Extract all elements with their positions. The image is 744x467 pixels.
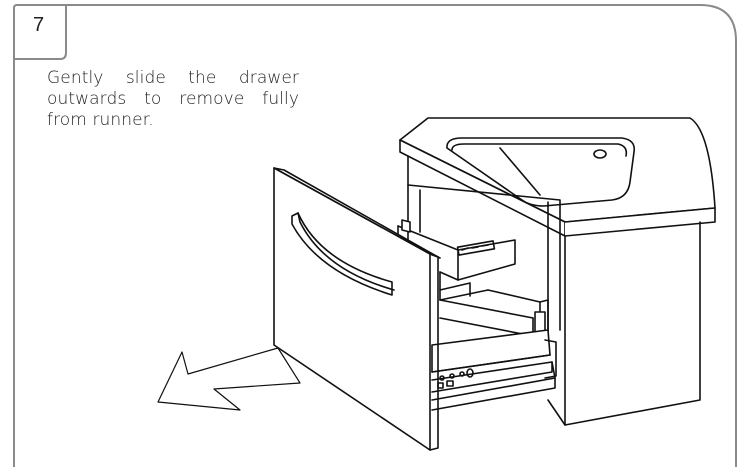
drawer-front — [273, 167, 439, 451]
instruction-text: Gently slide the drawer outwards to remo… — [47, 68, 299, 130]
vanity-cabinet — [399, 117, 716, 426]
arrow-left-down-icon — [157, 347, 301, 411]
step-number: 7 — [33, 14, 45, 36]
drawer-box — [397, 219, 557, 411]
